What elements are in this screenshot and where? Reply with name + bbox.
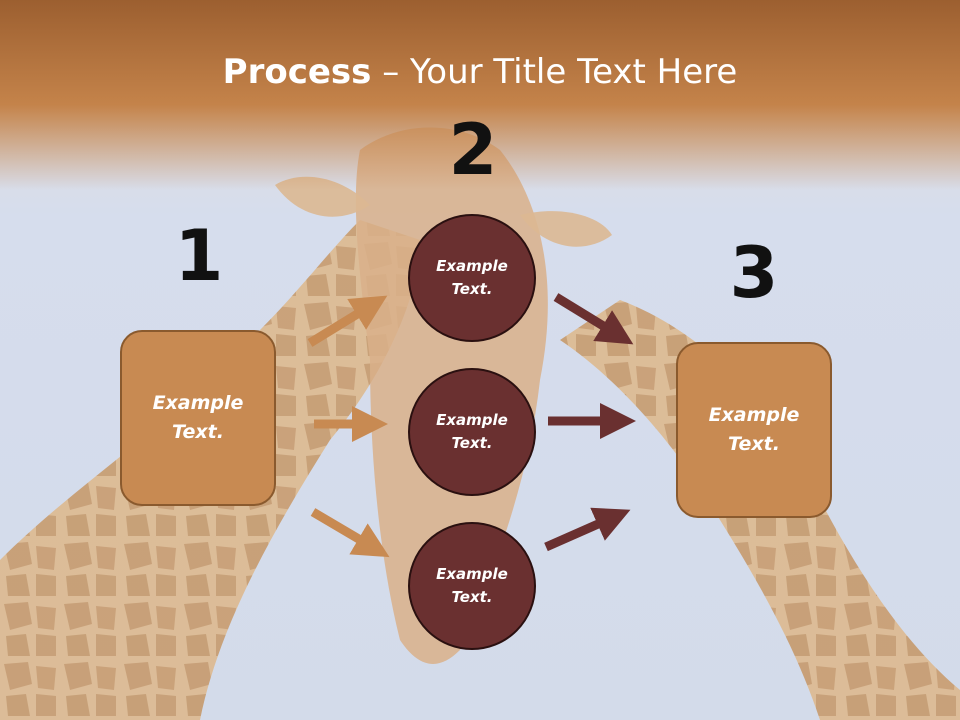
title-separator: –: [371, 52, 411, 92]
step-3-text: Example Text.: [708, 404, 800, 455]
slide-title: Process – Your Title Text Here: [0, 52, 960, 92]
circle-middle[interactable]: Example Text.: [408, 368, 536, 496]
arrow-1-to-bottom: [310, 508, 390, 558]
arrow-1-to-top: [307, 295, 388, 347]
arrow-bottom-to-3: [544, 507, 631, 552]
step-number-1: 1: [174, 215, 224, 297]
step-3-box[interactable]: Example Text.: [676, 342, 832, 518]
step-number-2: 2: [448, 109, 498, 191]
circle-top-text: Example Text.: [436, 257, 508, 298]
circle-bottom[interactable]: Example Text.: [408, 522, 536, 650]
step-number-3: 3: [729, 232, 779, 314]
circle-bottom-text: Example Text.: [436, 565, 508, 606]
step-1-text: Example Text.: [152, 392, 244, 443]
title-bold: Process: [222, 52, 372, 92]
circle-middle-text: Example Text.: [436, 411, 508, 452]
arrow-top-to-3: [553, 293, 634, 345]
circle-top[interactable]: Example Text.: [408, 214, 536, 342]
step-1-box[interactable]: Example Text.: [120, 330, 276, 506]
title-rest: Your Title Text Here: [410, 52, 738, 92]
